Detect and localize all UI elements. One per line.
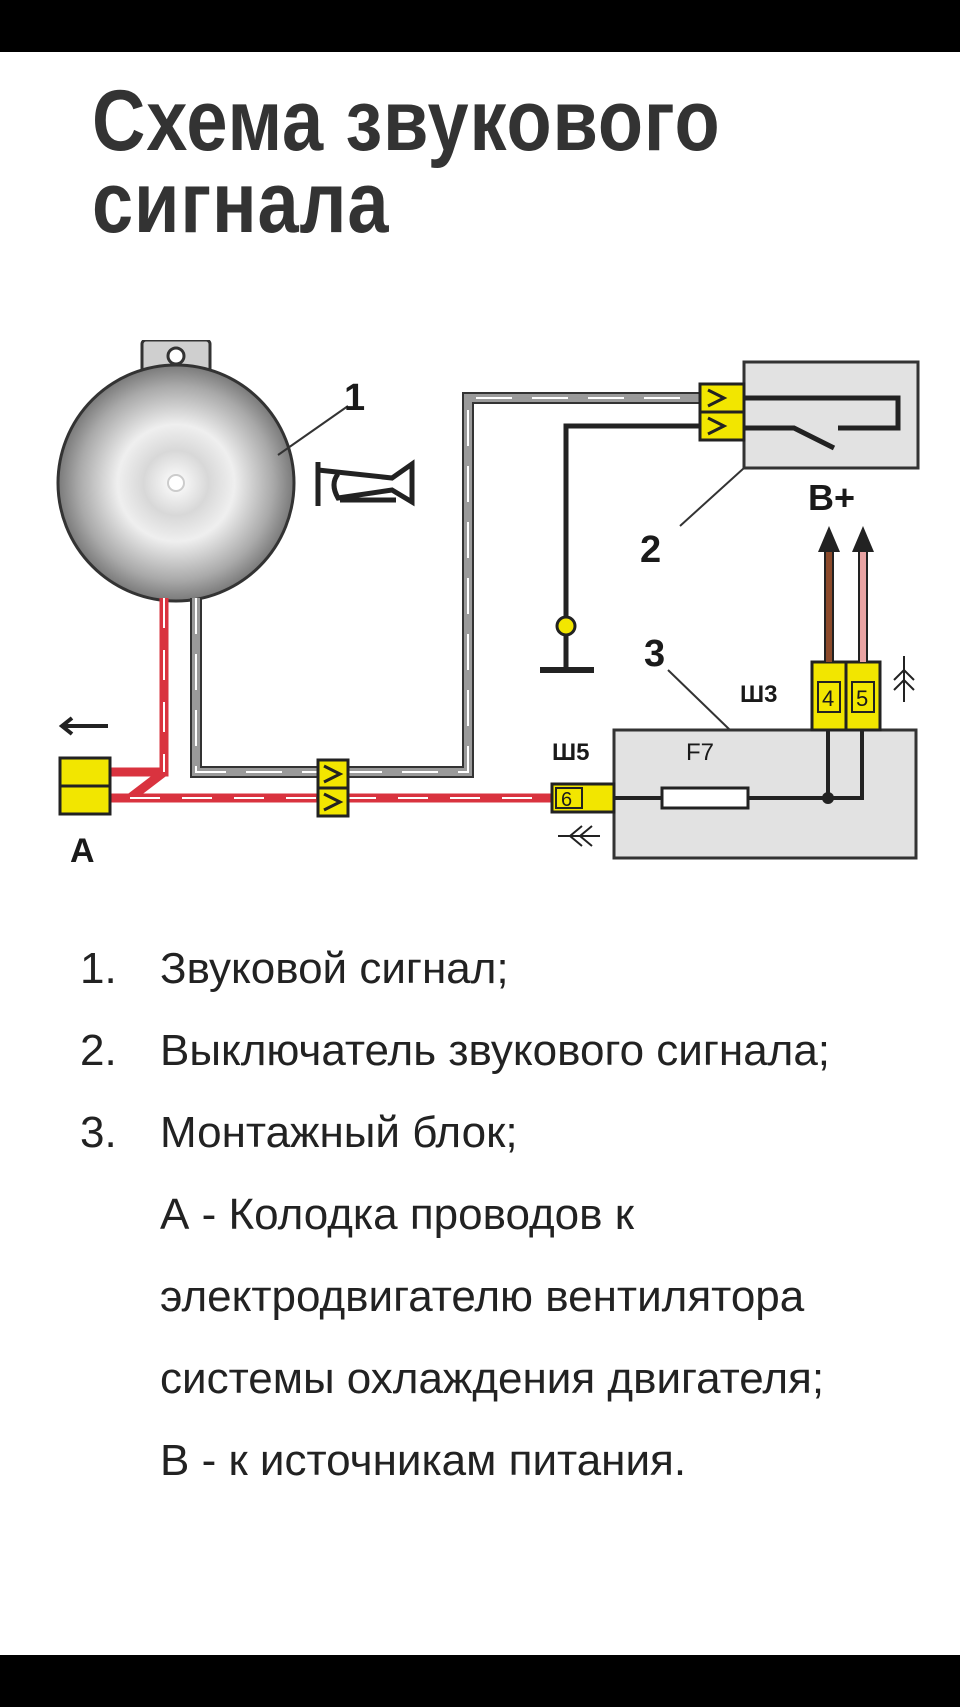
legend-number: 3. bbox=[80, 1108, 117, 1157]
leader-2 bbox=[679, 467, 745, 527]
b-plus-label: B+ bbox=[808, 477, 855, 518]
connector-a-label: A bbox=[70, 832, 95, 870]
horn-symbol-icon bbox=[315, 459, 415, 507]
legend-item: 3. Монтажный блок; bbox=[80, 1092, 940, 1174]
legend-text: Монтажный блок; bbox=[160, 1108, 518, 1157]
red-wire bbox=[110, 598, 554, 803]
legend-number: 1. bbox=[80, 944, 117, 993]
pin-5-label: 5 bbox=[856, 686, 868, 711]
pin-6-label: 6 bbox=[561, 789, 572, 811]
title-line-1: Схема звукового bbox=[92, 73, 721, 169]
bottom-black-bar bbox=[0, 1655, 960, 1707]
fuse-f7 bbox=[660, 786, 750, 810]
top-black-bar bbox=[0, 0, 960, 52]
mounting-block bbox=[612, 728, 918, 860]
ground-wire bbox=[540, 423, 700, 673]
arrow-left-icon bbox=[58, 716, 108, 736]
leader-3 bbox=[667, 669, 731, 731]
harness-connector bbox=[316, 758, 350, 818]
connector-a bbox=[58, 756, 112, 816]
pin-4-label: 4 bbox=[822, 686, 834, 711]
legend-item: 2. Выключатель звукового сигнала; bbox=[80, 1010, 940, 1092]
label-1: 1 bbox=[344, 377, 365, 419]
legend-note-b: В - к источникам питания. bbox=[160, 1436, 687, 1485]
label-3: 3 bbox=[644, 633, 665, 675]
gray-wire bbox=[190, 392, 705, 778]
double-chevron-left-icon bbox=[558, 825, 600, 847]
leader-1 bbox=[277, 405, 349, 456]
power-wires bbox=[818, 526, 874, 662]
fuse-f7-label: F7 bbox=[686, 739, 714, 766]
sh5-label: Ш5 bbox=[552, 739, 589, 766]
switch-connector bbox=[698, 382, 746, 442]
legend-item: 1. Звуковой сигнал; bbox=[80, 928, 940, 1010]
legend-text: Выключатель звукового сигнала; bbox=[160, 1026, 831, 1075]
sh3-label: Ш3 bbox=[740, 681, 777, 708]
legend-number: 2. bbox=[80, 1026, 117, 1075]
legend-list: 1. Звуковой сигнал; 2. Выключатель звуко… bbox=[80, 928, 940, 1502]
double-chevron-up-icon bbox=[893, 656, 915, 702]
legend-note-a: А - Колодка проводов к электродвигателю … bbox=[160, 1190, 825, 1403]
horn-wiring-diagram: A 6 Ш5 F7 bbox=[56, 340, 920, 870]
switch-box bbox=[742, 360, 920, 470]
title-line-2: сигнала bbox=[92, 155, 390, 251]
label-2: 2 bbox=[640, 529, 661, 571]
page-title: Схема звукового сигнала bbox=[92, 73, 797, 251]
switch-contact bbox=[744, 395, 901, 451]
legend-text: Звуковой сигнал; bbox=[160, 944, 509, 993]
